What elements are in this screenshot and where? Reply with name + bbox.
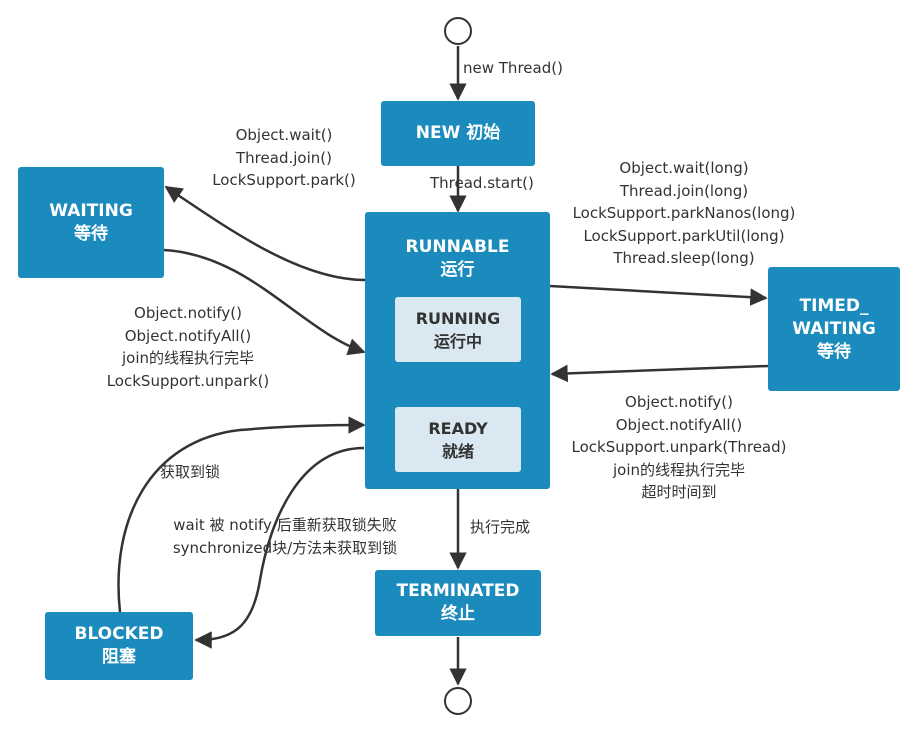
label-line: join的线程执行完毕 — [121, 349, 255, 367]
end-node — [444, 687, 472, 715]
label-runnable-to-waiting: Object.wait() Thread.join() LockSupport.… — [196, 124, 372, 192]
state-blocked-sublabel: 阻塞 — [102, 647, 136, 667]
label-line: LockSupport.parkNanos(long) — [572, 204, 796, 222]
state-terminated-label: TERMINATED — [396, 581, 520, 601]
label-line: Thread.sleep(long) — [613, 249, 755, 267]
label-line: LockSupport.unpark() — [106, 371, 270, 390]
label-line: 执行完成 — [470, 518, 531, 536]
state-runnable-sublabel: 运行 — [440, 260, 475, 280]
state-waiting: WAITING 等待 — [18, 167, 164, 278]
state-ready-sublabel: 就绪 — [441, 441, 474, 461]
label-line: wait 被 notify 后重新获取锁失败 — [173, 516, 397, 534]
arrow-waiting-to-runnable — [163, 248, 366, 356]
label-line: Object.notifyAll() — [615, 415, 743, 434]
arrow-runnable-to-blocked — [194, 446, 365, 649]
label-line: Thread.join() — [236, 148, 332, 167]
state-waiting-label: WAITING — [49, 200, 133, 221]
label-line: Thread.join(long) — [619, 181, 749, 200]
label-line: Object.wait(long) — [619, 159, 749, 177]
label-runnable-to-terminated: 执行完成 — [470, 516, 530, 539]
label-line: Object.notifyAll() — [124, 326, 252, 345]
state-blocked: BLOCKED 阻塞 — [45, 612, 193, 680]
label-new-to-runnable: Thread.start() — [430, 172, 534, 195]
label-runnable-to-blocked: wait 被 notify 后重新获取锁失败 synchronized块/方法未… — [140, 514, 430, 559]
state-terminated: TERMINATED 终止 — [375, 570, 541, 636]
label-line: new Thread() — [463, 59, 563, 77]
state-runnable-label: RUNNABLE — [405, 237, 510, 257]
arrow-runnable-to-timed-waiting — [549, 284, 768, 306]
state-running-label: RUNNING — [415, 308, 501, 328]
label-line: Object.wait() — [235, 126, 333, 144]
state-timed-waiting: TIMED_ WAITING 等待 — [768, 267, 900, 391]
label-line: Object.notify() — [134, 304, 242, 322]
state-ready: READY 就绪 — [395, 407, 521, 472]
label-line: Thread.start() — [430, 174, 534, 192]
state-new-label: NEW 初始 — [415, 123, 501, 143]
label-line: synchronized块/方法未获取到锁 — [172, 538, 398, 557]
state-new: NEW 初始 — [381, 101, 535, 166]
state-timed-waiting-label-1: TIMED_ — [799, 295, 869, 316]
arrow-runnable-to-waiting — [164, 185, 366, 282]
state-waiting-sublabel: 等待 — [74, 223, 108, 244]
state-ready-label: READY — [428, 418, 488, 438]
label-start-to-new: new Thread() — [463, 57, 563, 80]
state-terminated-sublabel: 终止 — [441, 604, 475, 624]
label-timed-waiting-to-runnable: Object.notify() Object.notifyAll() LockS… — [553, 391, 805, 504]
state-blocked-label: BLOCKED — [74, 624, 164, 644]
label-line: LockSupport.park() — [212, 171, 356, 189]
label-line: LockSupport.unpark(Thread) — [571, 438, 787, 456]
label-line: join的线程执行完毕 — [612, 460, 746, 479]
label-line: Object.notify() — [625, 393, 733, 411]
state-running: RUNNING 运行中 — [395, 297, 521, 362]
label-line: 获取到锁 — [160, 463, 221, 481]
arrow-timed-waiting-to-runnable — [550, 364, 769, 383]
state-timed-waiting-label-2: WAITING — [792, 318, 876, 339]
label-line: 超时时间到 — [641, 483, 717, 501]
start-node — [444, 17, 472, 45]
arrow-blocked-to-runnable — [117, 416, 366, 613]
label-runnable-to-timed-waiting: Object.wait(long) Thread.join(long) Lock… — [553, 157, 815, 270]
label-line: LockSupport.parkUtil(long) — [583, 226, 785, 245]
state-running-sublabel: 运行中 — [433, 331, 482, 351]
label-blocked-to-runnable: 获取到锁 — [160, 461, 220, 484]
label-waiting-to-runnable: Object.notify() Object.notifyAll() join的… — [93, 302, 283, 392]
state-timed-waiting-sublabel: 等待 — [817, 341, 851, 362]
